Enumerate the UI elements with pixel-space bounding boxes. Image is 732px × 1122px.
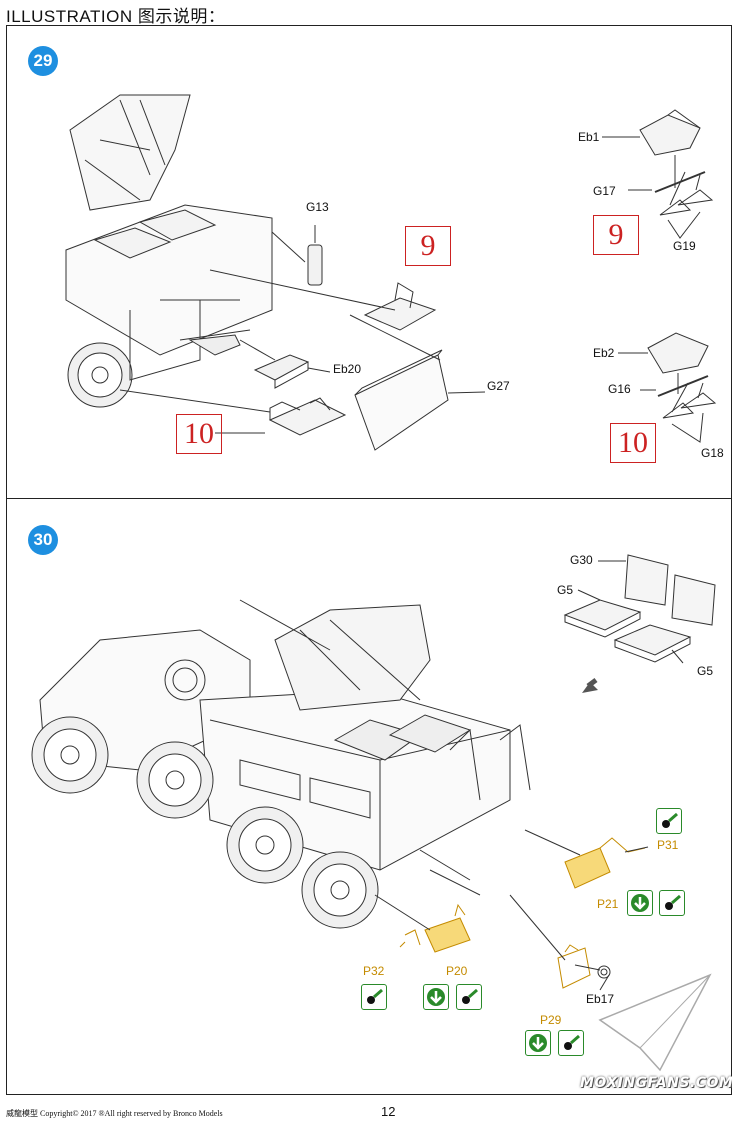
label-p31: P31: [657, 838, 679, 852]
page-header: ILLUSTRATION 图示说明：: [6, 7, 226, 26]
g13-part: [271, 225, 323, 286]
label-g18: G18: [701, 446, 724, 460]
detail-10-assembly: [618, 332, 717, 443]
label-g16: G16: [608, 382, 631, 396]
g27-plate: [349, 314, 486, 451]
label-eb20: Eb20: [333, 362, 362, 376]
callout-9: 9: [405, 226, 451, 266]
cut-bend-icon: [659, 890, 685, 916]
label-g5-left: G5: [557, 583, 574, 597]
label-eb1: Eb1: [578, 130, 600, 144]
bracket-part-10: [119, 389, 347, 436]
copyright-line: 威龍模型 Copyright© 2017 ®All right reserved…: [6, 1109, 223, 1118]
label-g5-right: G5: [697, 664, 714, 678]
label-eb17: Eb17: [586, 992, 615, 1006]
cut-bend-icon: [361, 984, 387, 1010]
vehicle-full-30: [31, 599, 531, 929]
label-g19: G19: [673, 239, 696, 253]
label-p20: P20: [446, 964, 468, 978]
cut-bend-icon: [456, 984, 482, 1010]
watermark-text: MOXINGFANS.COM: [580, 1075, 732, 1091]
label-g30: G30: [570, 553, 593, 567]
detail-callout-9: 9: [593, 215, 639, 255]
detail-callout-10: 10: [610, 423, 656, 463]
cut-bend-icon: [558, 1030, 584, 1056]
step-30-badge: 30: [28, 525, 58, 555]
bracket-part-9: [209, 269, 437, 331]
label-eb2: Eb2: [593, 346, 615, 360]
fold-down-icon: [627, 890, 653, 916]
vehicle-rear-29: [65, 94, 273, 408]
page-number: 12: [381, 1104, 396, 1119]
callout-10: 10: [176, 414, 222, 454]
label-p32: P32: [363, 964, 385, 978]
label-p21: P21: [597, 897, 619, 911]
direction-arrow-shaft: [586, 678, 598, 688]
label-g27: G27: [487, 379, 510, 393]
eb20-part: [239, 339, 331, 389]
cut-bend-icon: [656, 808, 682, 834]
seats-detail: [563, 554, 716, 664]
detail-9-assembly: [602, 109, 714, 239]
step-29-badge: 29: [28, 46, 58, 76]
label-g13: G13: [306, 200, 329, 214]
fold-down-icon: [525, 1030, 551, 1056]
fold-down-icon: [423, 984, 449, 1010]
label-g17: G17: [593, 184, 616, 198]
photo-etch-parts: [399, 837, 646, 989]
label-p29: P29: [540, 1013, 562, 1027]
